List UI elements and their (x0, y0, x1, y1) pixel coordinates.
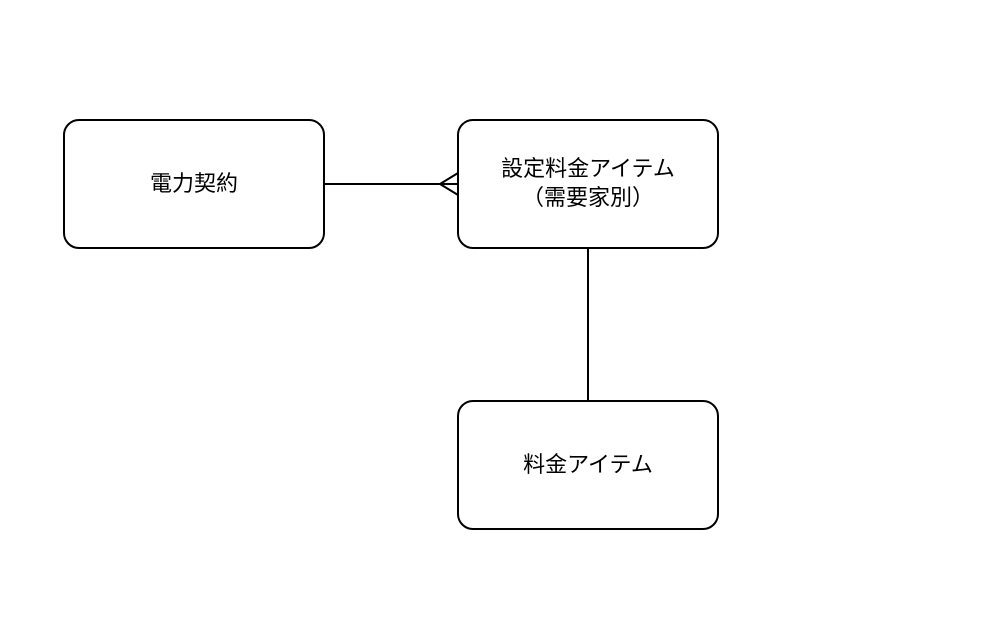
entity-label: 電力契約 (149, 171, 238, 197)
entity-rate-item[interactable]: 料金アイテム (457, 400, 719, 530)
relationship-contract-to-setting (325, 172, 459, 196)
entity-label-line-1: 設定料金アイテム (501, 157, 675, 182)
entity-label: 料金アイテム (523, 452, 653, 478)
entity-electric-contract[interactable]: 電力契約 (63, 119, 325, 249)
entity-label-line-2: （需要家別） (521, 186, 654, 211)
crows-foot-many-icon (438, 172, 459, 196)
entity-configured-rate-item[interactable]: 設定料金アイテム （需要家別） (457, 119, 719, 249)
